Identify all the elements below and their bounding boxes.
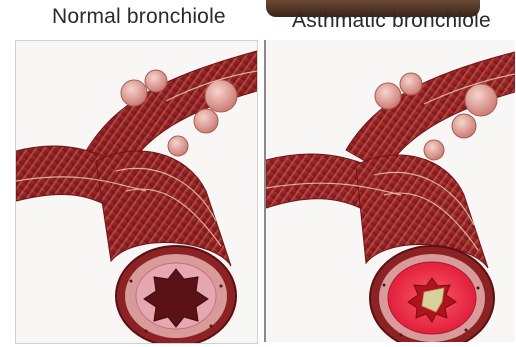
normal-bronchiole-panel [15, 40, 258, 344]
asthmatic-bronchiole-panel [264, 40, 515, 342]
normal-bronchiole-title: Normal bronchiole [52, 5, 226, 29]
asthmatic-bronchiole-title: Asthmatic bronchiole [292, 9, 491, 33]
bronchiole-cross-section [116, 246, 236, 343]
asthmatic-bronchiole-illustration [266, 40, 515, 342]
bronchiole-cross-section [370, 246, 494, 342]
normal-bronchiole-illustration [16, 41, 257, 343]
